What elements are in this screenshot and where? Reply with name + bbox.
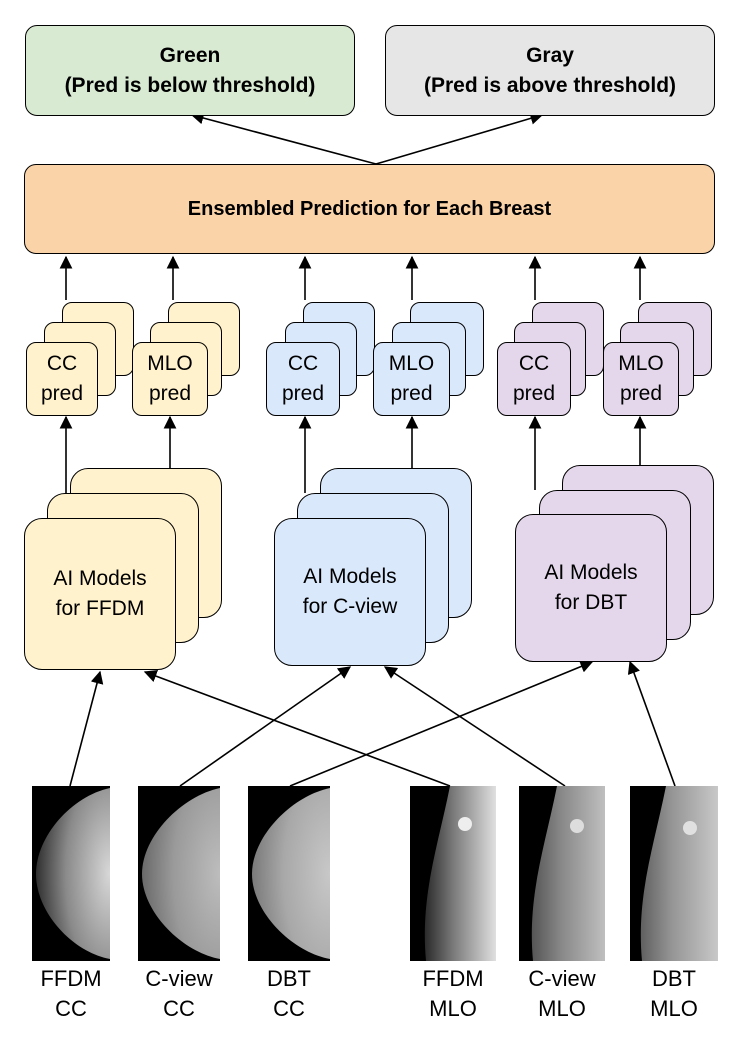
dbt-model-box: AI Models for DBT	[515, 514, 667, 662]
cview-mlo-pred-box: MLO pred	[373, 342, 450, 416]
ffdm-cc-image	[32, 786, 110, 961]
cview-model-label: AI Models for C-view	[302, 565, 398, 618]
cview-model-box: AI Models for C-view	[274, 518, 426, 666]
cview-cc-pred-box: CC pred	[266, 342, 340, 416]
arrow-dbt-cc-to-model	[289, 660, 594, 787]
ffdm-model-box: AI Models for FFDM	[24, 518, 176, 670]
gray-output-box: Gray (Pred is above threshold)	[385, 25, 715, 116]
dbt-cc-pred-label: CC pred	[512, 352, 556, 405]
cview-cc-pred-label: CC pred	[281, 352, 325, 405]
ffdm-mlo-pred-box: MLO pred	[132, 342, 208, 416]
green-output-subtitle: (Pred is below threshold)	[64, 73, 316, 97]
dbt-model-label: AI Models for DBT	[544, 561, 638, 614]
ffdm-cc-pred-box: CC pred	[26, 342, 98, 416]
cview-mlo-pred-label: MLO pred	[388, 352, 435, 405]
arrow-ensemble-to-green	[190, 111, 377, 165]
gray-output-title: Gray	[526, 43, 574, 67]
arrow-ensemble-to-gray	[375, 112, 544, 165]
arrow-dbt-mlo-to-model	[627, 660, 676, 787]
dbt-cc-pred-box: CC pred	[497, 342, 571, 416]
arrow-ffdm-mlo-to-model	[143, 670, 451, 787]
dbt-mlo-pred-label: MLO pred	[618, 352, 664, 405]
ensemble-label: Ensembled Prediction for Each Breast	[187, 197, 552, 220]
ffdm-cc-pred-label: CC pred	[40, 352, 84, 405]
dbt-mlo-pred-box: MLO pred	[603, 342, 679, 416]
arrow-ffdm-cc-to-model	[69, 670, 104, 787]
ffdm-mlo-image	[410, 786, 496, 961]
dbt-cc-image	[248, 786, 330, 961]
arrow-cview-mlo-to-model	[383, 666, 566, 787]
cview-cc-image	[138, 786, 220, 961]
dbt-mlo-image	[630, 786, 718, 961]
green-output-title: Green	[159, 43, 221, 67]
ffdm-mlo-pred-label: MLO pred	[147, 352, 193, 405]
gray-output-subtitle: (Pred is above threshold)	[423, 73, 677, 97]
cview-mlo-image	[519, 786, 605, 961]
green-output-box: Green (Pred is below threshold)	[25, 25, 355, 116]
ffdm-model-label: AI Models for FFDM	[53, 567, 147, 620]
ensemble-box: Ensembled Prediction for Each Breast	[24, 164, 715, 254]
arrow-cview-cc-to-model	[179, 666, 352, 787]
